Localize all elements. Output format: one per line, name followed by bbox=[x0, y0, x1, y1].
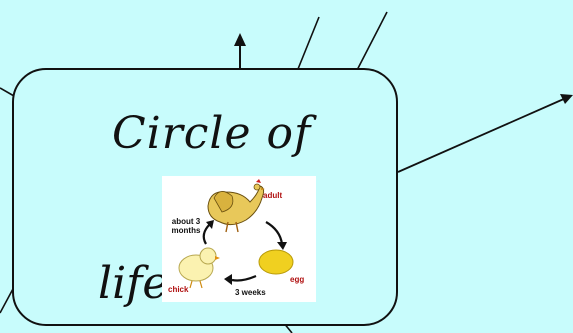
arrow-chick-to-adult bbox=[202, 223, 211, 245]
chicken-life-cycle-image: adult egg chick 3 weeks about 3 months bbox=[162, 176, 316, 302]
arrowhead-egg-to-chick bbox=[224, 274, 232, 285]
label-3-weeks: 3 weeks bbox=[235, 288, 266, 297]
label-egg: egg bbox=[290, 275, 305, 284]
arrowhead-chick-to-adult bbox=[206, 220, 214, 229]
label-adult: adult bbox=[263, 191, 283, 200]
title-line-2: life bbox=[98, 258, 169, 309]
title-line-1: Circle of bbox=[112, 108, 312, 159]
life-cycle-illustration bbox=[178, 179, 294, 289]
connector-slash-1 bbox=[297, 16, 320, 70]
arrowhead-up bbox=[234, 33, 246, 46]
label-chick: chick bbox=[168, 285, 189, 294]
arrowhead-adult-to-egg bbox=[277, 242, 287, 250]
arrow-adult-to-egg bbox=[265, 221, 284, 245]
connector-right-arrow bbox=[397, 97, 567, 173]
hen-icon bbox=[207, 179, 265, 233]
connector-slash-2 bbox=[353, 11, 388, 77]
arrowhead-right bbox=[560, 94, 573, 104]
arrow-egg-to-chick bbox=[231, 274, 257, 282]
egg-icon bbox=[258, 249, 294, 275]
label-about-3-months: about 3 months bbox=[171, 217, 201, 235]
connector-left-top bbox=[0, 87, 15, 97]
connector-left-bottom bbox=[0, 286, 15, 314]
chick-icon bbox=[178, 247, 220, 289]
